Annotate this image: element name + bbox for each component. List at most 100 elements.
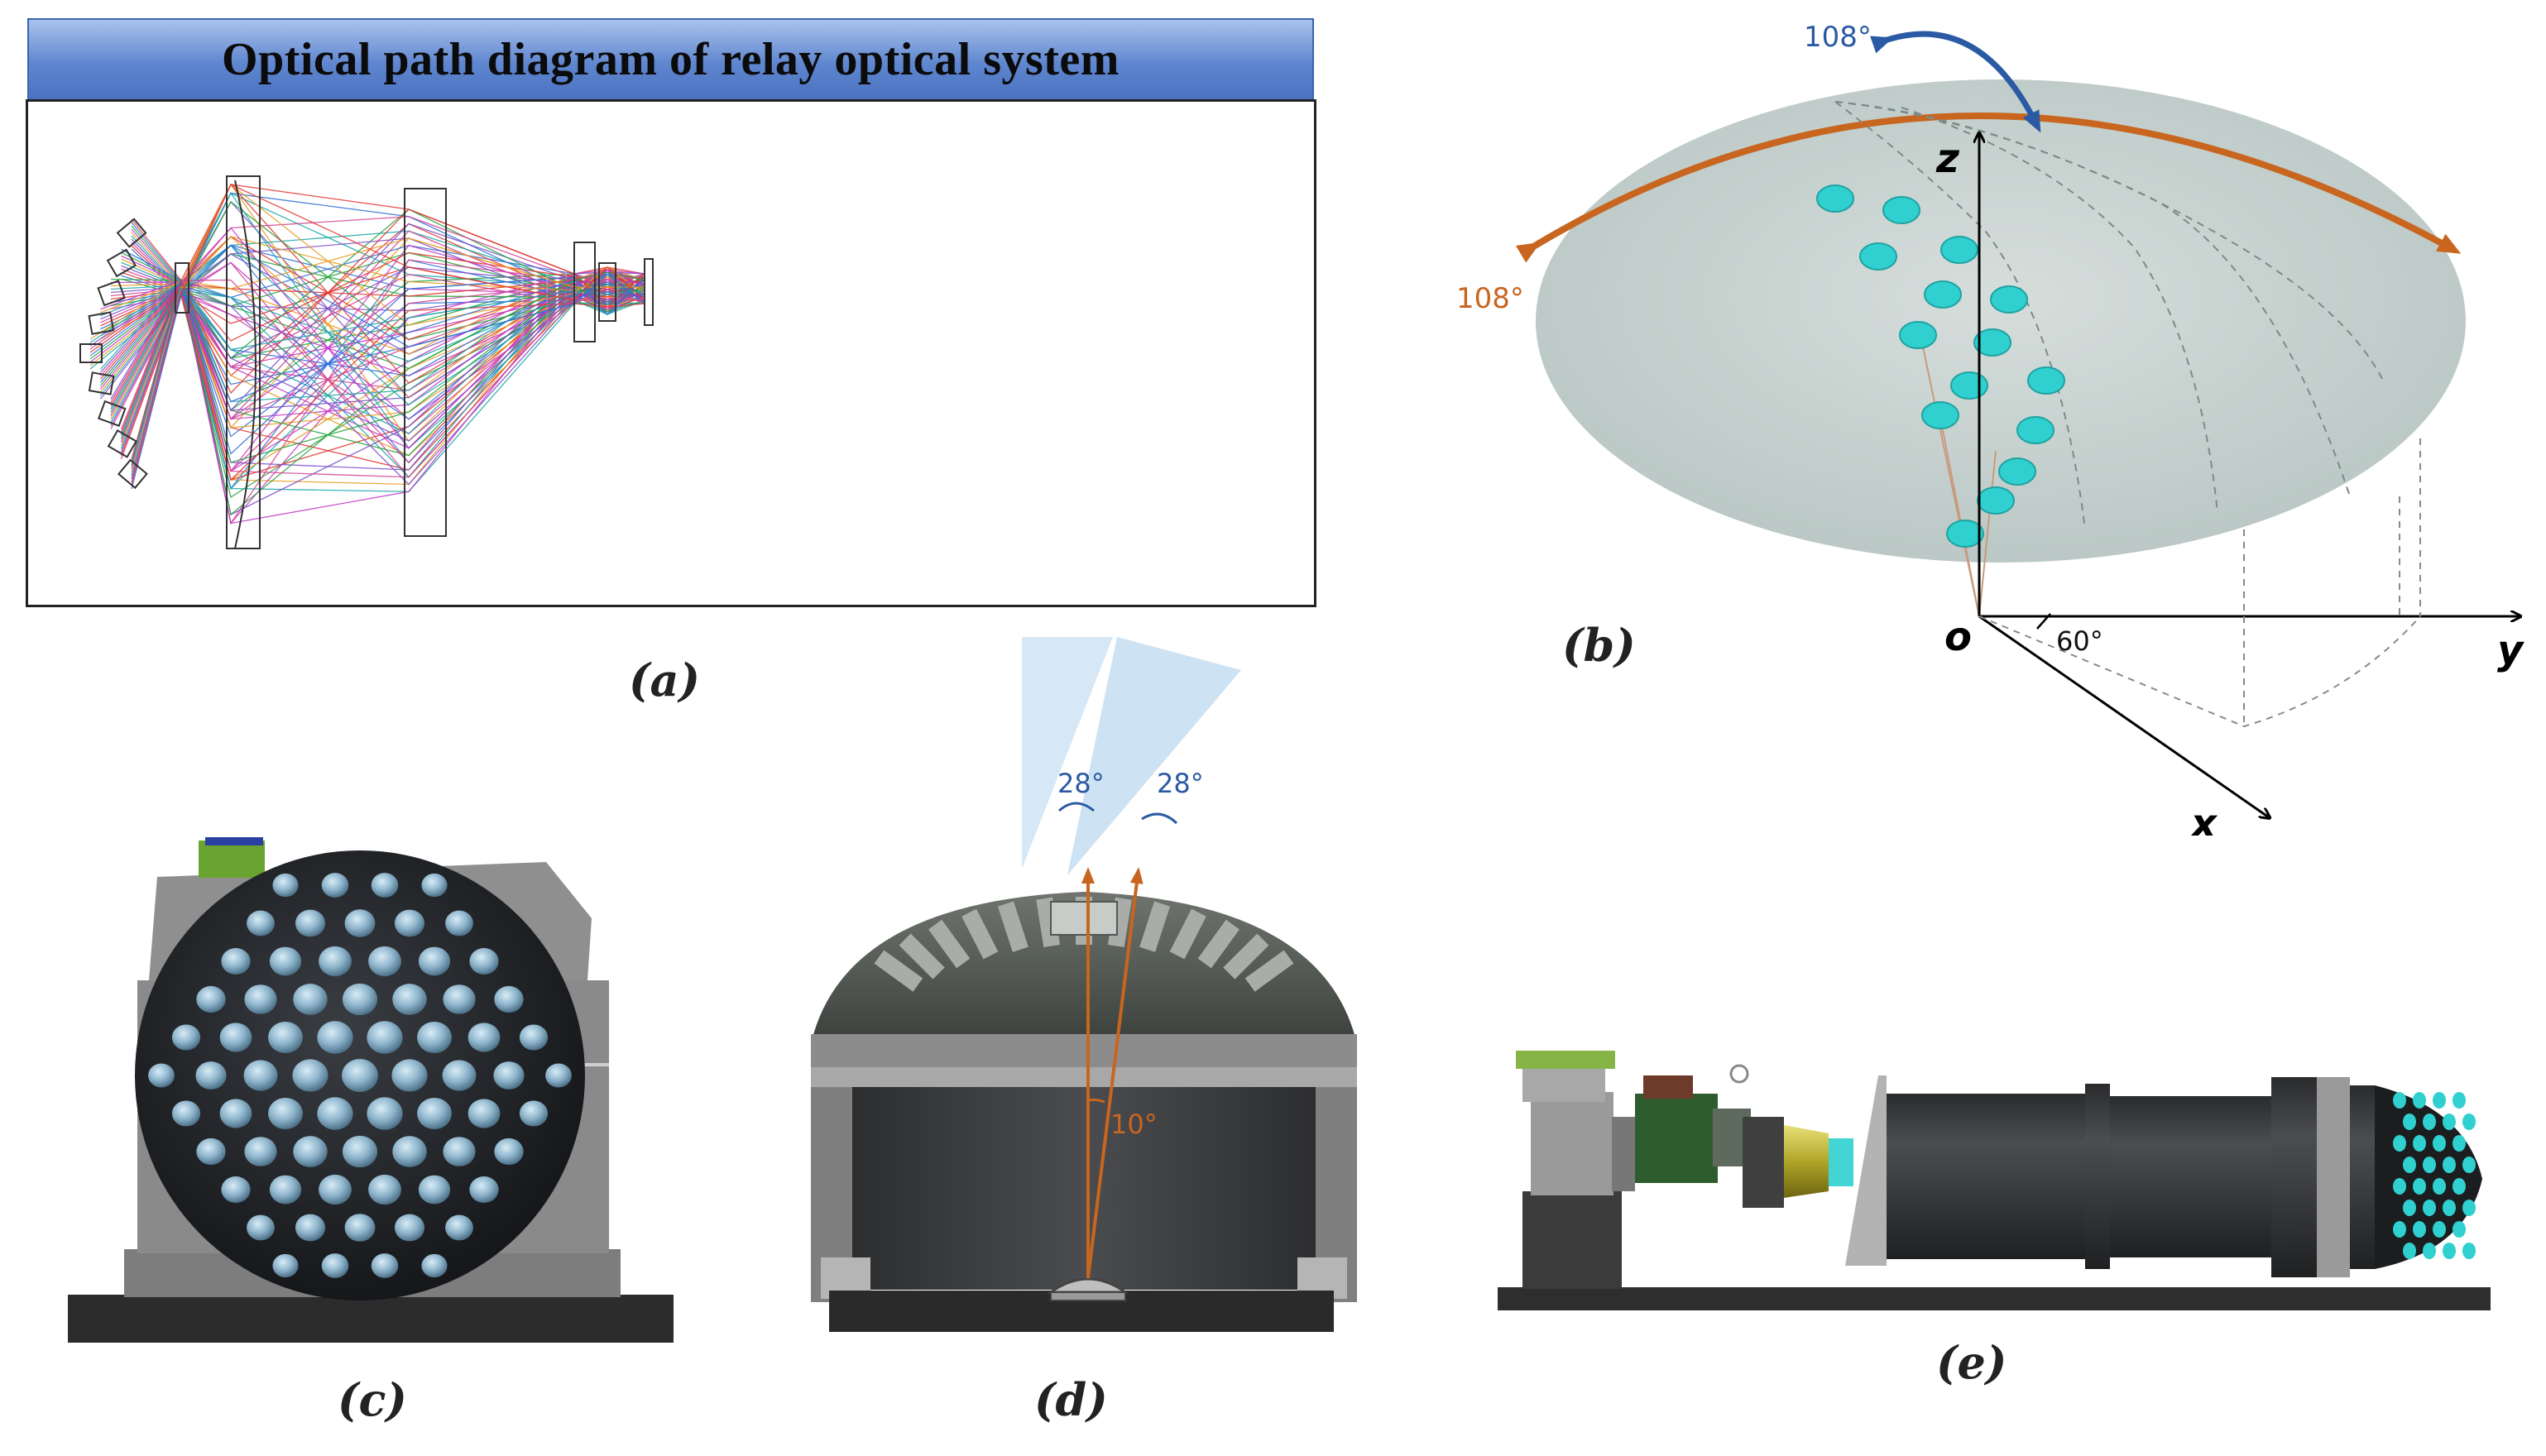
fov-right-label: 28° xyxy=(1157,768,1204,799)
lens-dot xyxy=(368,1174,401,1205)
lens-dot xyxy=(2027,366,2065,395)
lens-dot xyxy=(493,1061,525,1090)
lens-dot xyxy=(195,1061,227,1090)
lens-dot xyxy=(394,909,425,937)
lens-dot xyxy=(2403,1200,2416,1216)
ray-bundle xyxy=(89,183,645,525)
lens-dot xyxy=(1946,520,1984,548)
x-axis xyxy=(1978,615,2269,817)
lens-dot xyxy=(367,1097,403,1130)
lens-dot xyxy=(293,1136,328,1167)
lens-dot xyxy=(421,1253,448,1278)
lens-dot xyxy=(342,1059,378,1092)
lens-slot xyxy=(1223,933,1269,979)
fov-cone-right xyxy=(1067,637,1241,875)
lens-dot xyxy=(2393,1135,2406,1152)
lens-dot xyxy=(342,1135,378,1168)
lens-dot xyxy=(272,873,299,898)
panel-c-camera-front-view xyxy=(68,837,674,1343)
lens-dot xyxy=(2403,1243,2416,1259)
base-plate xyxy=(68,1295,674,1343)
origin-label: o xyxy=(1944,614,1972,660)
lens-dot xyxy=(317,1097,353,1130)
lens-dot xyxy=(2413,1221,2426,1238)
panel-d-label: (d) xyxy=(1034,1373,1108,1426)
top-angle-label: 108° xyxy=(1804,21,1872,54)
lens-dot xyxy=(148,1063,175,1088)
lens-slot xyxy=(874,950,923,992)
lens-dot xyxy=(1998,457,2036,486)
lens-dot xyxy=(494,985,524,1013)
tube-section-1 xyxy=(1887,1094,2085,1259)
panel-a-title-banner: Optical path diagram of relay optical sy… xyxy=(27,18,1314,101)
lens-dot xyxy=(2423,1114,2436,1130)
lens-dot xyxy=(2443,1114,2456,1130)
lens-dot xyxy=(221,1176,251,1204)
lens-dot xyxy=(2433,1221,2446,1238)
y-axis-label: y xyxy=(2497,627,2524,673)
lens-slot xyxy=(961,908,999,960)
relay-lens-gold xyxy=(1784,1125,1829,1198)
lens-dot xyxy=(442,1060,477,1091)
lens-dot xyxy=(2423,1243,2436,1259)
lens-dot xyxy=(269,1175,302,1205)
lens-dots xyxy=(1816,184,2065,548)
lens-dot xyxy=(443,1137,476,1166)
top-angle-arc xyxy=(1870,31,2041,133)
motor-block xyxy=(1522,1191,1622,1289)
lens-dot xyxy=(494,1138,524,1166)
lens-dot xyxy=(467,1023,501,1052)
lens-dot xyxy=(321,1253,349,1278)
lens-dot xyxy=(295,909,326,937)
lens-dot xyxy=(418,946,451,976)
lens-dot xyxy=(196,985,226,1013)
lens-dot xyxy=(1899,321,1937,349)
lens-dot xyxy=(1950,371,1988,400)
lens-dot xyxy=(445,1214,473,1241)
panel-e-side-view xyxy=(1498,1051,2491,1310)
lens-slot xyxy=(1197,919,1239,969)
lens-dot xyxy=(342,983,378,1016)
panel-a-label: (a) xyxy=(629,654,701,706)
dome-surface xyxy=(1536,79,2466,563)
lens-dot xyxy=(469,1176,499,1204)
lens-dot xyxy=(417,1021,452,1054)
circuit-board xyxy=(1635,1094,1718,1183)
lens-dot xyxy=(319,946,352,977)
support-bracket xyxy=(1845,1075,1887,1266)
lens-dot xyxy=(293,984,328,1015)
lens-dot xyxy=(417,1097,452,1130)
lens-dot xyxy=(2443,1243,2456,1259)
lens-dot xyxy=(1816,184,1854,213)
lens-dot xyxy=(344,909,376,937)
lens-slot xyxy=(1244,950,1294,992)
lens-dot xyxy=(2462,1243,2476,1259)
lens-dot xyxy=(247,910,275,936)
lens-dot xyxy=(443,984,476,1014)
lens-dot xyxy=(371,1253,399,1278)
lens-dot xyxy=(2393,1178,2406,1195)
panel-b-label: (b) xyxy=(1562,619,1636,672)
lens-dot xyxy=(219,1023,252,1052)
tube-section-2 xyxy=(2110,1096,2271,1257)
lens-dot xyxy=(2403,1157,2416,1173)
lens-dot xyxy=(2393,1092,2406,1109)
base-angle-tick xyxy=(2036,613,2051,630)
lens-dot xyxy=(2403,1114,2416,1130)
lens-slot xyxy=(1169,908,1206,960)
lens-dot xyxy=(2413,1178,2426,1195)
lens-slot xyxy=(997,901,1028,952)
lens-dot xyxy=(2462,1114,2476,1130)
lens-dot xyxy=(2443,1200,2456,1216)
lens-dot xyxy=(519,1100,549,1127)
lens-dot xyxy=(2443,1157,2456,1173)
lens-dot xyxy=(268,1021,303,1054)
x-axis-label: x xyxy=(2189,801,2218,836)
lens-dot xyxy=(2453,1178,2466,1195)
lens-dot xyxy=(1940,236,1978,264)
relay-lens xyxy=(1047,1277,1129,1294)
lens-dot xyxy=(2393,1221,2406,1238)
lens-grid-lines xyxy=(1834,101,2384,617)
panel-a-title: Optical path diagram of relay optical sy… xyxy=(222,34,1120,85)
